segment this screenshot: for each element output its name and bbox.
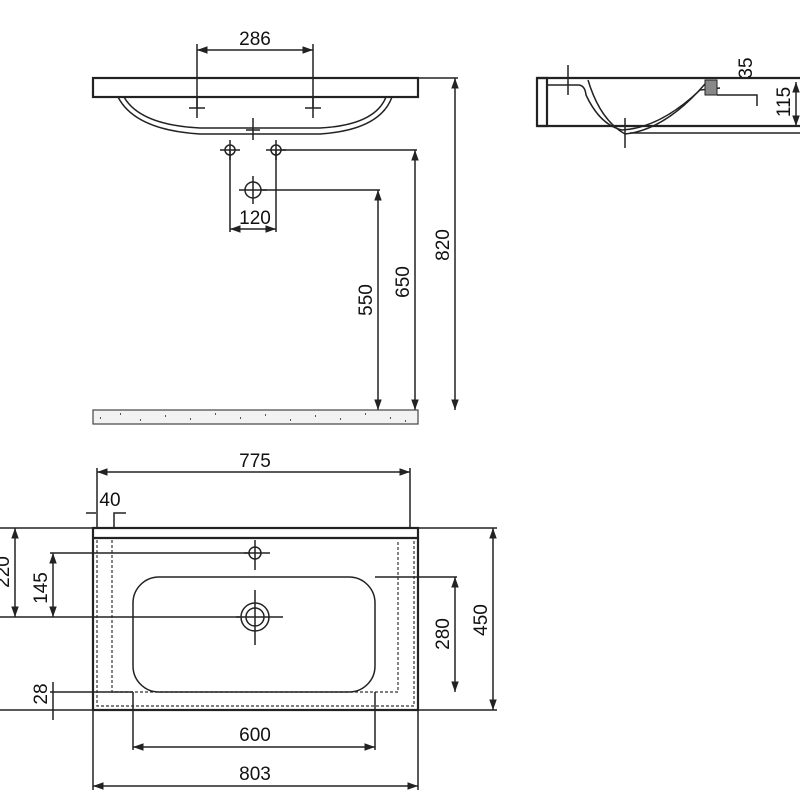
front-view: 286 120 550 650 820 [91, 29, 459, 425]
dim-775-ext [96, 468, 411, 528]
dim-side-offset-label: 40 [99, 490, 120, 511]
top-view: 775 40 220 145 28 280 450 600 803 [0, 451, 497, 790]
countertop-front [91, 76, 420, 99]
floor [92, 409, 419, 425]
dim-tap-to-drain-label: 220 [0, 556, 14, 588]
dim-35-line [717, 94, 758, 106]
side-outline [537, 76, 800, 128]
dim-back-margin-label: 28 [31, 683, 52, 704]
dim-rim-label: 35 [736, 57, 757, 78]
side-crosshairs [567, 65, 626, 148]
dim-depth-label: 115 [774, 87, 795, 117]
dim-top-height-label: 820 [433, 229, 454, 261]
dim-bowl-depth-label: 280 [433, 618, 454, 650]
dim-supply-height-label: 650 [393, 266, 414, 298]
drain-icon [236, 590, 283, 645]
dim-bowl-width-label: 600 [239, 725, 271, 746]
dim-600-ext [132, 692, 376, 750]
basin-inner-profile [123, 96, 387, 129]
bowl-outline [132, 576, 376, 693]
dim-waste-spacing-label: 120 [239, 208, 271, 229]
dim-total-depth-label: 450 [471, 604, 492, 636]
dim-total-width-label: 803 [239, 764, 271, 785]
basin-front-profile [117, 96, 393, 135]
dim-waste-height-label: 550 [356, 284, 377, 316]
dim-inner-width-label: 775 [239, 451, 271, 472]
side-bowl-profile [547, 84, 721, 131]
dim-front-to-drain-label: 145 [31, 572, 52, 604]
side-view: 35 115 [535, 57, 800, 148]
tap-hole-icon [244, 540, 270, 570]
dim-120-ext [229, 150, 277, 232]
side-wall-panel [535, 76, 549, 128]
drain-crosshair [246, 118, 260, 140]
top-outline [91, 526, 420, 712]
dim-286-ext [196, 44, 314, 108]
dim-803-ext [92, 710, 419, 790]
dim-40-line [86, 512, 126, 528]
top-left-ext-lines [0, 527, 250, 711]
dim-tap-spacing-label: 286 [239, 29, 271, 50]
top-right-ext-lines [375, 527, 497, 711]
floor-hatching [100, 413, 406, 422]
side-rim-detail [704, 79, 718, 96]
